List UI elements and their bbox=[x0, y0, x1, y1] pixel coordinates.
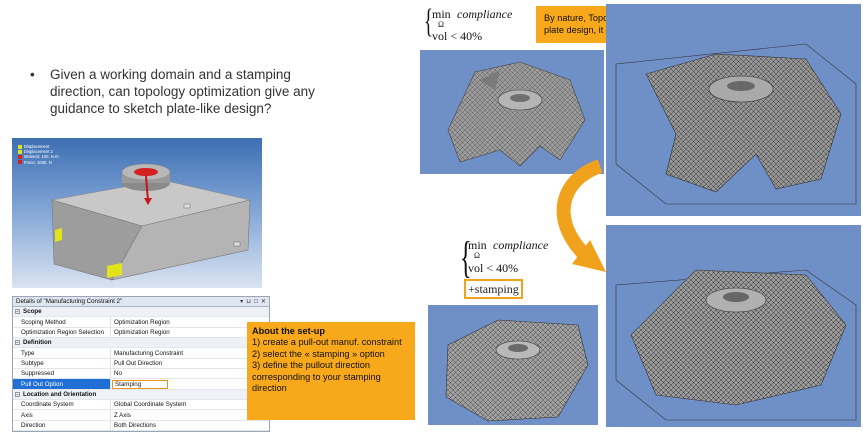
render-massive-large bbox=[606, 4, 861, 216]
legend-item: Force: 1000. N bbox=[18, 160, 59, 165]
property-name: Suppressed bbox=[13, 369, 111, 379]
property-value[interactable]: Both Directions bbox=[114, 421, 156, 429]
bullet-dot: • bbox=[30, 67, 35, 82]
legend-swatch bbox=[18, 155, 22, 159]
formula-constraint: vol < 40% bbox=[432, 29, 483, 43]
legend-item: Moment: 100. N·m bbox=[18, 154, 59, 159]
details-section-header[interactable]: −Scope bbox=[13, 307, 269, 318]
formula-brace: { bbox=[424, 3, 433, 40]
details-section-header[interactable]: −Definition bbox=[13, 338, 269, 349]
collapse-icon[interactable]: − bbox=[15, 340, 20, 346]
legend-swatch bbox=[18, 144, 22, 149]
render-massive-small bbox=[420, 50, 604, 174]
property-value[interactable]: Pull Out Direction bbox=[114, 359, 163, 367]
property-value[interactable]: Z Axis bbox=[114, 411, 131, 419]
maximize-icon[interactable]: □ bbox=[254, 298, 258, 305]
render-plate-small bbox=[428, 305, 598, 425]
legend-item: Displacement 2 bbox=[18, 149, 59, 154]
formula-objective: compliance bbox=[457, 7, 513, 21]
stamping-box: +stamping bbox=[464, 279, 523, 299]
formula-bottom: { min Ω compliance vol < 40% bbox=[460, 233, 575, 282]
property-name: Direction bbox=[13, 420, 111, 431]
section-label: −Definition bbox=[15, 339, 52, 347]
legend-item: Displacement bbox=[18, 144, 59, 149]
property-name: Coordinate System bbox=[13, 400, 111, 410]
formula-sub: Ω bbox=[474, 251, 480, 260]
property-name: Type bbox=[13, 348, 111, 358]
property-name: Axis bbox=[13, 410, 111, 420]
stamping-domain-model bbox=[51, 163, 251, 281]
about-setup-box: About the set-up 1) create a pull-out ma… bbox=[247, 322, 415, 420]
about-step-3: 3) define the pullout direction correspo… bbox=[252, 360, 381, 394]
collapse-icon[interactable]: − bbox=[15, 391, 20, 397]
property-name: Optimization Region Selection bbox=[13, 327, 111, 338]
property-name: Scoping Method bbox=[13, 317, 111, 327]
details-section-header[interactable]: −Location and Orientation bbox=[13, 389, 269, 401]
details-title: Details of "Manufacturing Constraint 2" bbox=[16, 298, 123, 305]
simulation-screenshot: Displacement Displacement 2 Moment: 100.… bbox=[12, 138, 262, 288]
property-value[interactable]: Global Coordinate System bbox=[114, 401, 187, 409]
close-icon[interactable]: ✕ bbox=[260, 298, 266, 305]
transition-arrow bbox=[556, 160, 606, 272]
property-value[interactable]: Optimization Region bbox=[114, 328, 170, 336]
property-value[interactable]: Optimization Region bbox=[114, 318, 170, 326]
about-step-2: 2) select the « stamping » option bbox=[252, 348, 385, 359]
section-label: −Location and Orientation bbox=[15, 390, 97, 398]
question-bullet: • Given a working domain and a stamping … bbox=[30, 66, 330, 117]
about-step-1: 1) create a pull-out manuf. constraint bbox=[252, 337, 402, 348]
sim-legend: Displacement Displacement 2 Moment: 100.… bbox=[18, 144, 59, 165]
property-value[interactable]: Manufacturing Constraint bbox=[114, 349, 184, 357]
legend-swatch bbox=[18, 160, 22, 165]
formula-top: { min Ω compliance vol < 40% bbox=[424, 5, 539, 47]
collapse-icon[interactable]: − bbox=[15, 309, 20, 315]
formula-sub: Ω bbox=[438, 20, 444, 29]
details-header: Details of "Manufacturing Constraint 2" … bbox=[13, 297, 269, 307]
formula-min: min bbox=[432, 7, 451, 21]
property-value[interactable]: Stamping bbox=[111, 379, 269, 389]
render-plate-large bbox=[606, 225, 861, 427]
property-name: Pull Out Option bbox=[13, 379, 111, 389]
property-name: Subtype bbox=[13, 358, 111, 369]
question-text: Given a working domain and a stamping di… bbox=[50, 67, 315, 116]
formula-min: min bbox=[468, 238, 487, 252]
formula-objective: compliance bbox=[493, 238, 549, 252]
dropdown-icon[interactable]: ▾ bbox=[240, 298, 244, 305]
about-title: About the set-up bbox=[252, 326, 325, 336]
formula-constraint: vol < 40% bbox=[468, 261, 519, 275]
pin-icon[interactable]: ⊔ bbox=[246, 298, 252, 305]
section-label: −Scope bbox=[15, 308, 42, 316]
legend-swatch bbox=[18, 149, 22, 154]
details-panel: Details of "Manufacturing Constraint 2" … bbox=[12, 296, 270, 433]
property-value[interactable]: No bbox=[114, 370, 122, 378]
formula-brace: { bbox=[460, 233, 472, 282]
